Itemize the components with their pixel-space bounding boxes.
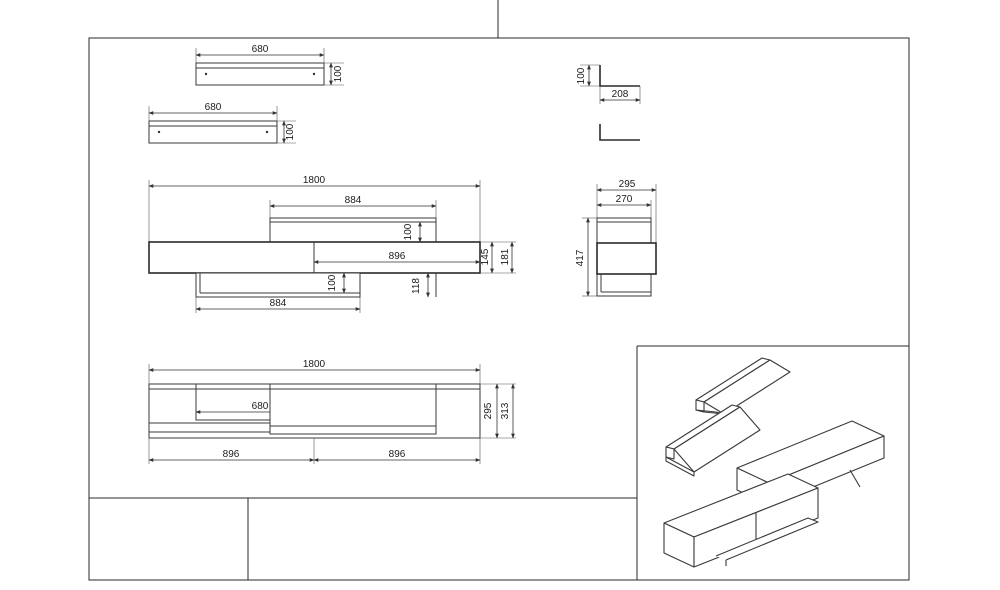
front-lower-shelf-label: 884 [270, 298, 287, 309]
front-height-b-label: 181 [500, 248, 511, 265]
side-depth-inner-label: 270 [616, 194, 633, 205]
plan-left-half-label: 896 [223, 449, 240, 460]
drawing-frame [88, 0, 910, 581]
shelf-side-height-label: 100 [576, 67, 587, 84]
plan-depth-a-label: 295 [483, 402, 494, 419]
shelf-bottom-width-label: 680 [205, 102, 222, 113]
shelf-top-height-label: 100 [333, 65, 344, 82]
shelf-top-view: 680 100 [195, 44, 344, 86]
plan-overall-label: 1800 [303, 359, 326, 370]
front-elevation: 1800 884 100 896 145 181 100 118 [148, 175, 516, 313]
front-drawer-label: 896 [389, 251, 406, 262]
front-lower-shelf-height-label: 100 [327, 274, 338, 291]
shelf-top-width-label: 680 [252, 44, 269, 55]
side-elevation: 295 270 417 [575, 179, 657, 297]
shelf-bottom-view: 680 100 [148, 102, 296, 144]
plan-view: 1800 680 190 295 313 896 896 [148, 359, 516, 464]
plan-right-half-label: 896 [389, 449, 406, 460]
front-upper-shelf-label: 884 [345, 195, 362, 206]
shelf-side-depth-label: 208 [612, 89, 629, 100]
isometric-view [663, 357, 885, 568]
shelf-side-view: 100 208 [576, 64, 641, 141]
plan-depth-b-label: 313 [500, 402, 511, 419]
front-leg-height-label: 118 [411, 278, 422, 294]
plan-inner-width-label: 680 [252, 401, 269, 412]
side-depth-outer-label: 295 [619, 179, 636, 190]
front-height-a-label: 145 [480, 248, 491, 265]
front-upper-shelf-height-label: 100 [403, 223, 414, 240]
shelf-bottom-height-label: 100 [285, 123, 296, 140]
side-height-label: 417 [575, 249, 586, 266]
front-overall-label: 1800 [303, 175, 326, 186]
